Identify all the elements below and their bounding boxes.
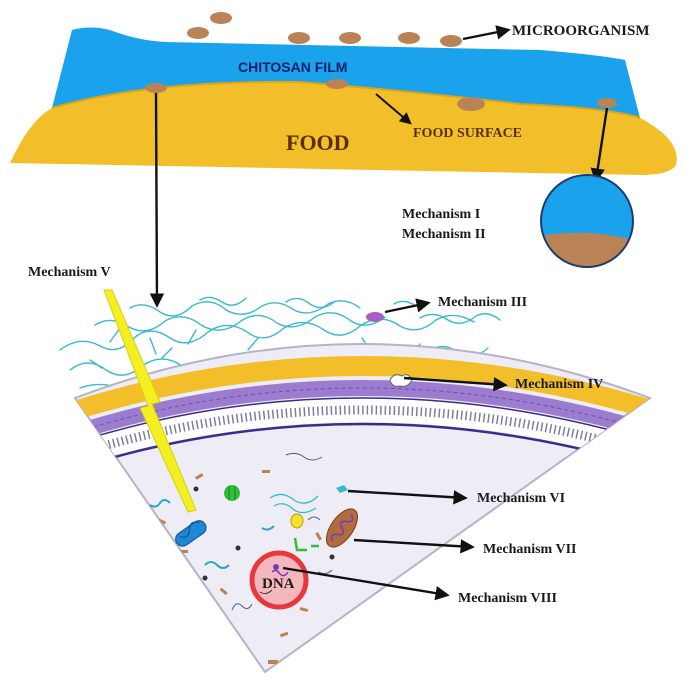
mechanism-3-microorganism — [366, 312, 384, 322]
zoom-arrow-left — [156, 93, 157, 305]
mechanism-4-bubble — [390, 375, 412, 387]
mechanism-3-arrow — [385, 303, 428, 312]
microorganism-arrow — [463, 30, 508, 39]
mechanism-6-label: Mechanism VI — [477, 491, 565, 506]
microorganism-cell — [457, 97, 485, 111]
microorganism-cell — [145, 83, 167, 93]
mechanism-1-label: Mechanism I — [402, 207, 480, 222]
food-label: FOOD — [286, 130, 350, 155]
mechanism-2-label: Mechanism II — [402, 227, 486, 242]
microorganism-cell — [187, 27, 209, 39]
ribosome — [224, 485, 240, 501]
microorganism-cell — [339, 32, 361, 44]
zoom-circle — [540, 175, 634, 268]
microorganism-cell — [326, 79, 348, 89]
microorganism-cell — [597, 98, 617, 108]
mechanism-4-label: Mechanism IV — [515, 377, 603, 392]
chitosan-film-label: CHITOSAN FILM — [238, 59, 347, 75]
microorganism-label: MICROORGANISM — [512, 23, 650, 39]
microorganism-cell — [440, 35, 462, 47]
mechanism-5-label: Mechanism V — [28, 265, 111, 280]
mechanism-3-label: Mechanism III — [438, 295, 527, 310]
mechanism-8-label: Mechanism VIII — [458, 591, 557, 606]
microorganism-cell — [288, 32, 310, 44]
dna-label: DNA — [262, 576, 295, 592]
microorganism-cell — [398, 32, 420, 44]
cell-sector — [40, 344, 690, 672]
mechanism-7-label: Mechanism VII — [483, 542, 576, 557]
microorganism-cell — [210, 12, 232, 24]
vesicle — [291, 514, 303, 528]
food-surface-label: FOOD SURFACE — [413, 126, 522, 141]
